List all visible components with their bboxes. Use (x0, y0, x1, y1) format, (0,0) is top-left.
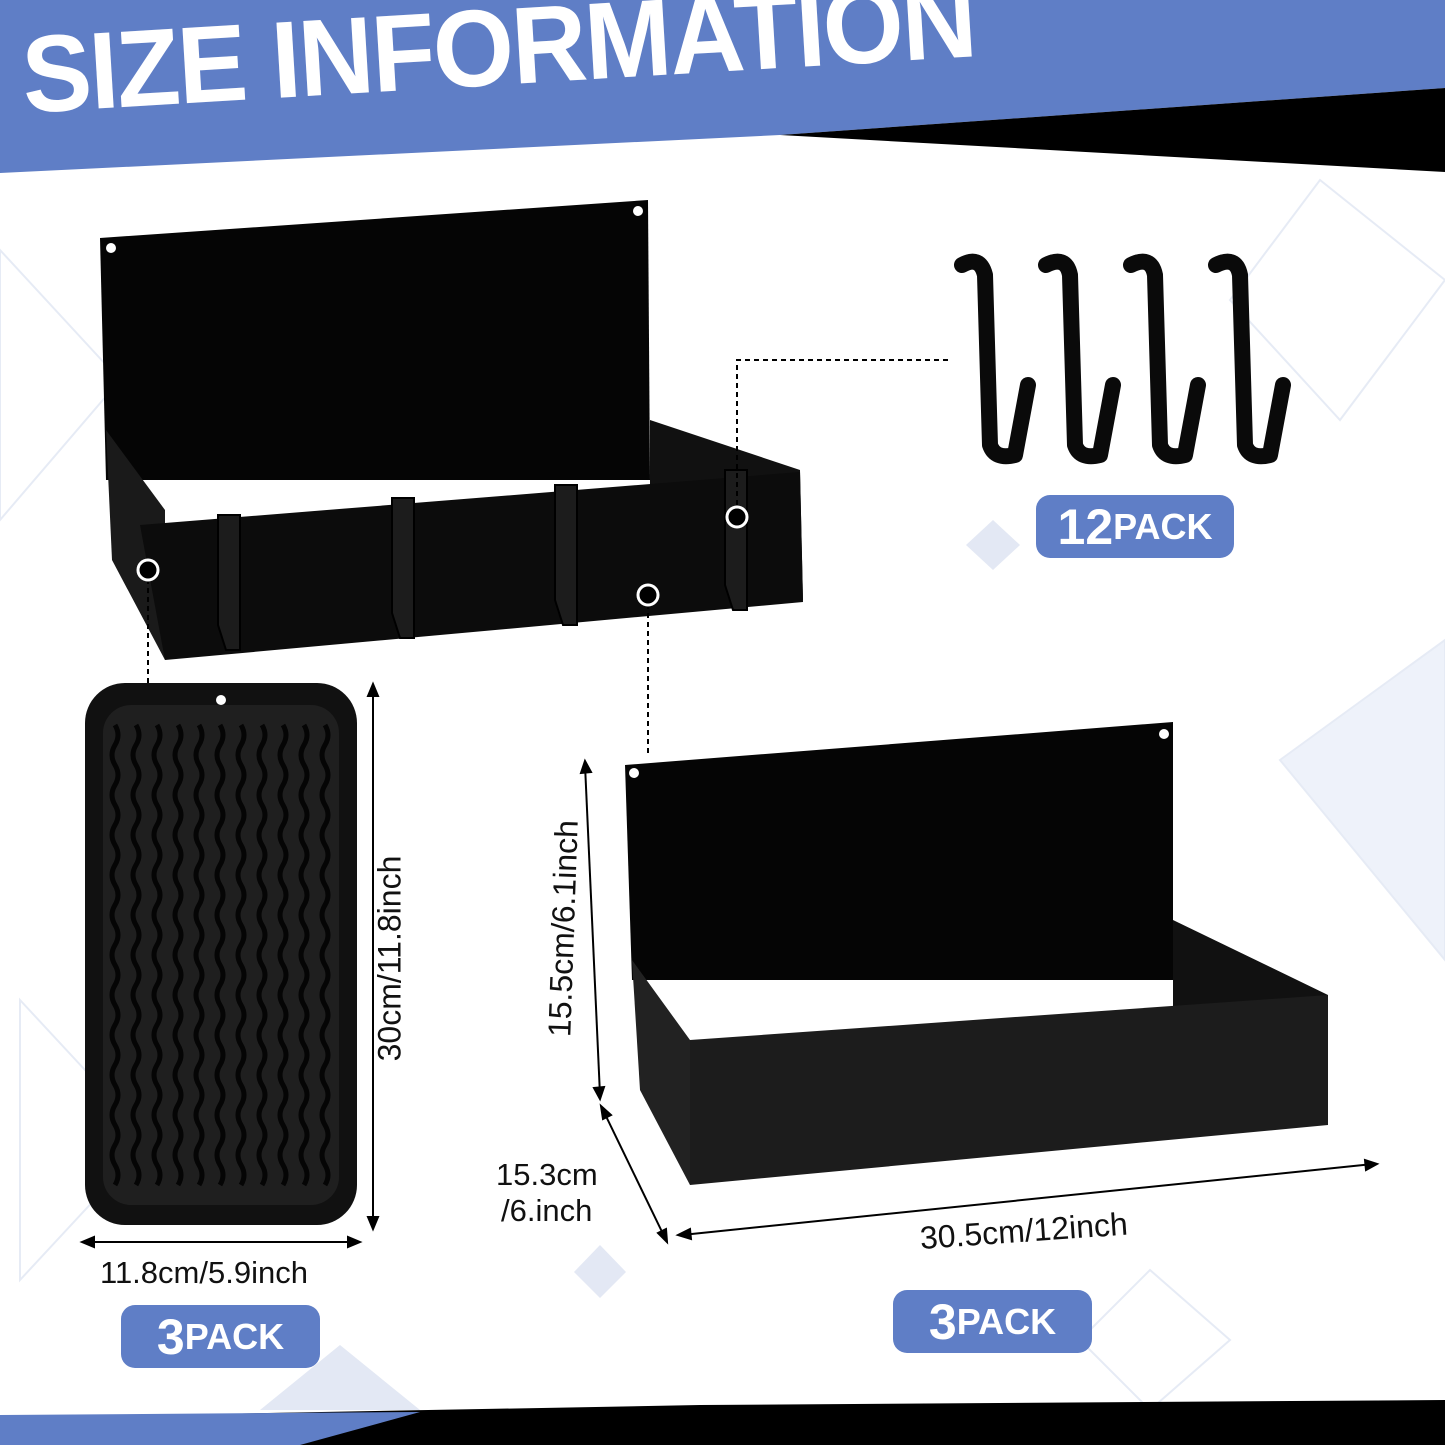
shelf-depth-label-line1: 15.3cm (496, 1157, 598, 1192)
shelf-height-label: 15.5cm/6.1inch (541, 819, 585, 1038)
mat-ridge (109, 723, 121, 1187)
diamond-decor (260, 1345, 420, 1410)
badge-unit: PACK (1113, 505, 1213, 547)
header-banner (0, 0, 1445, 173)
badge-unit: PACK (184, 1315, 285, 1357)
shelf-depth-label-line2: /6.inch (501, 1193, 593, 1228)
mat-ridge (214, 723, 226, 1187)
mat-ridge (151, 723, 163, 1187)
mat-ridge (256, 723, 268, 1187)
mat-ridge (319, 723, 331, 1187)
shelf-with-hooks (100, 200, 803, 660)
mat-ridge (298, 723, 310, 1187)
callout-lines (147, 359, 948, 755)
mat-ridge (235, 723, 247, 1187)
drying-mat (85, 683, 357, 1225)
badge-count: 3 (156, 1308, 185, 1365)
mat-ridge (277, 723, 289, 1187)
footer-blue (0, 1412, 420, 1445)
footer-banner (0, 1400, 1445, 1445)
mat-height-label: 30cm/11.8inch (371, 855, 408, 1062)
shelf-plain (625, 722, 1328, 1185)
badge-unit: PACK (956, 1300, 1057, 1342)
mat-ridge (172, 723, 184, 1187)
callout-dots (136, 505, 749, 607)
dimension-arrows (79, 681, 1380, 1249)
mat-ridge (130, 723, 142, 1187)
badge-count: 3 (928, 1293, 957, 1350)
mat-width-label: 11.8cm/5.9inch (100, 1255, 308, 1290)
diamond-decor (966, 520, 1020, 570)
header-black-wedge (780, 88, 1445, 172)
badge-count: 12 (1057, 498, 1114, 555)
hooks-set (954, 253, 1291, 465)
mat-ridge (193, 723, 205, 1187)
diamond-decor (574, 1245, 626, 1298)
